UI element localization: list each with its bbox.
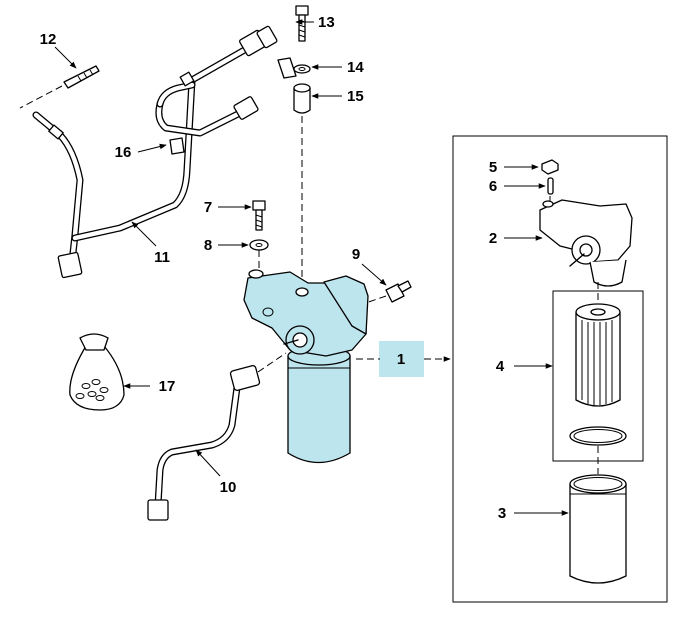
callout-17: 17 (159, 378, 176, 395)
callout-14: 14 (347, 59, 364, 76)
bracket-14 (277, 57, 311, 79)
callout-12-leader (54, 46, 77, 69)
pin-6 (547, 177, 554, 195)
callout-12: 12 (40, 31, 57, 48)
bolt-13 (295, 5, 309, 42)
callout-11-leader (131, 221, 157, 247)
fitting-9 (385, 280, 412, 303)
callout-1: 1 (397, 351, 405, 368)
fuel-filter-assembly (243, 269, 369, 464)
nut-5 (541, 159, 559, 175)
callout-2: 2 (489, 230, 497, 247)
callout-13: 13 (318, 14, 335, 31)
supply-line-dashed-link (257, 352, 287, 373)
exploded-view-frame (452, 135, 668, 603)
callout-5: 5 (489, 159, 497, 176)
callout-1-highlight (379, 341, 424, 377)
filter-element-4 (575, 303, 621, 407)
o-ring (569, 426, 627, 446)
callout-10-leader (195, 449, 221, 477)
callout-15: 15 (347, 88, 364, 105)
filter-head-2 (539, 199, 633, 287)
clip-16 (169, 137, 185, 155)
callout-4: 4 (496, 358, 505, 375)
callout-11: 11 (154, 249, 170, 266)
hardware-bag-17 (69, 333, 125, 411)
callout-3: 3 (498, 505, 506, 522)
supply-line-10 (147, 365, 261, 521)
bolt-7 (252, 200, 266, 231)
callout-8: 8 (204, 237, 212, 254)
callout-9-leader (361, 263, 387, 286)
callout-7: 7 (204, 199, 212, 216)
filter-bowl-3 (569, 474, 627, 584)
fuel-line-assembly (32, 25, 278, 279)
fitting-12-dashed-link (19, 85, 63, 109)
callout-9: 9 (352, 246, 360, 263)
callout-10: 10 (220, 479, 237, 496)
spacer-15 (293, 83, 311, 114)
callout-6: 6 (489, 178, 497, 195)
callout-16-leader (137, 143, 167, 153)
fitting-12 (63, 65, 100, 89)
callout-16: 16 (115, 144, 132, 161)
washer-8 (249, 239, 269, 251)
